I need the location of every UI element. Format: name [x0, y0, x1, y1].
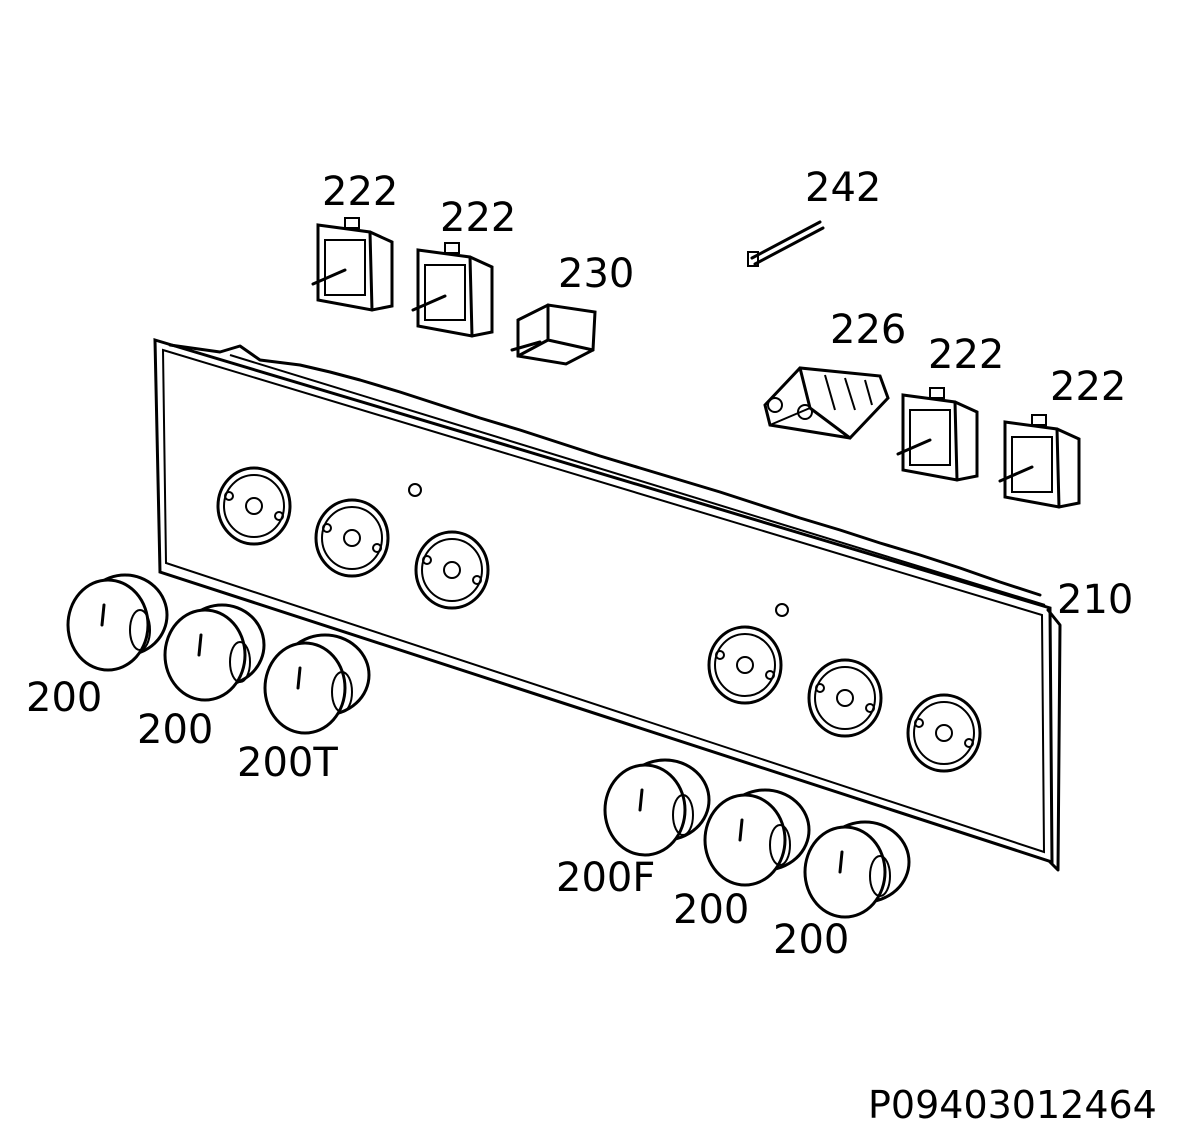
knob-200-2	[163, 603, 266, 702]
label-242: 242	[805, 165, 882, 211]
knob-200T	[263, 633, 371, 735]
label-200-2: 200	[137, 707, 214, 753]
panel-hole-1	[216, 466, 292, 546]
panel-hole-2	[314, 498, 390, 578]
switch-230	[510, 303, 597, 366]
panel-hole-5	[807, 658, 883, 738]
panel-hole-3	[414, 530, 490, 610]
switch-222-b	[411, 242, 494, 338]
panel-hole-6	[906, 693, 982, 773]
label-230: 230	[558, 251, 635, 297]
switch-222-c	[896, 387, 979, 482]
label-210: 210	[1057, 577, 1134, 623]
label-200-3: 200	[673, 887, 750, 933]
terminal-block-226	[763, 366, 890, 440]
knob-200-4	[803, 820, 911, 919]
label-200-4: 200	[773, 917, 850, 963]
reference-number: P09403012464	[868, 1083, 1157, 1127]
knob-200-3	[703, 788, 811, 887]
indicator-hole-right	[775, 603, 789, 617]
label-200-1: 200	[26, 675, 103, 721]
knob-200F	[603, 758, 711, 857]
label-226: 226	[830, 307, 907, 353]
switch-222-d	[998, 414, 1081, 509]
label-222-a: 222	[322, 169, 399, 215]
switch-222-a	[311, 217, 394, 312]
label-222-b: 222	[440, 195, 517, 241]
label-200T: 200T	[237, 740, 338, 786]
label-222-c: 222	[928, 332, 1005, 378]
label-222-d: 222	[1050, 364, 1127, 410]
knob-200-1	[66, 573, 169, 672]
panel-hole-4	[707, 625, 783, 705]
indicator-hole-left	[408, 483, 422, 497]
label-200F: 200F	[556, 855, 656, 901]
pin-242	[747, 220, 825, 267]
control-panel	[153, 337, 1062, 872]
